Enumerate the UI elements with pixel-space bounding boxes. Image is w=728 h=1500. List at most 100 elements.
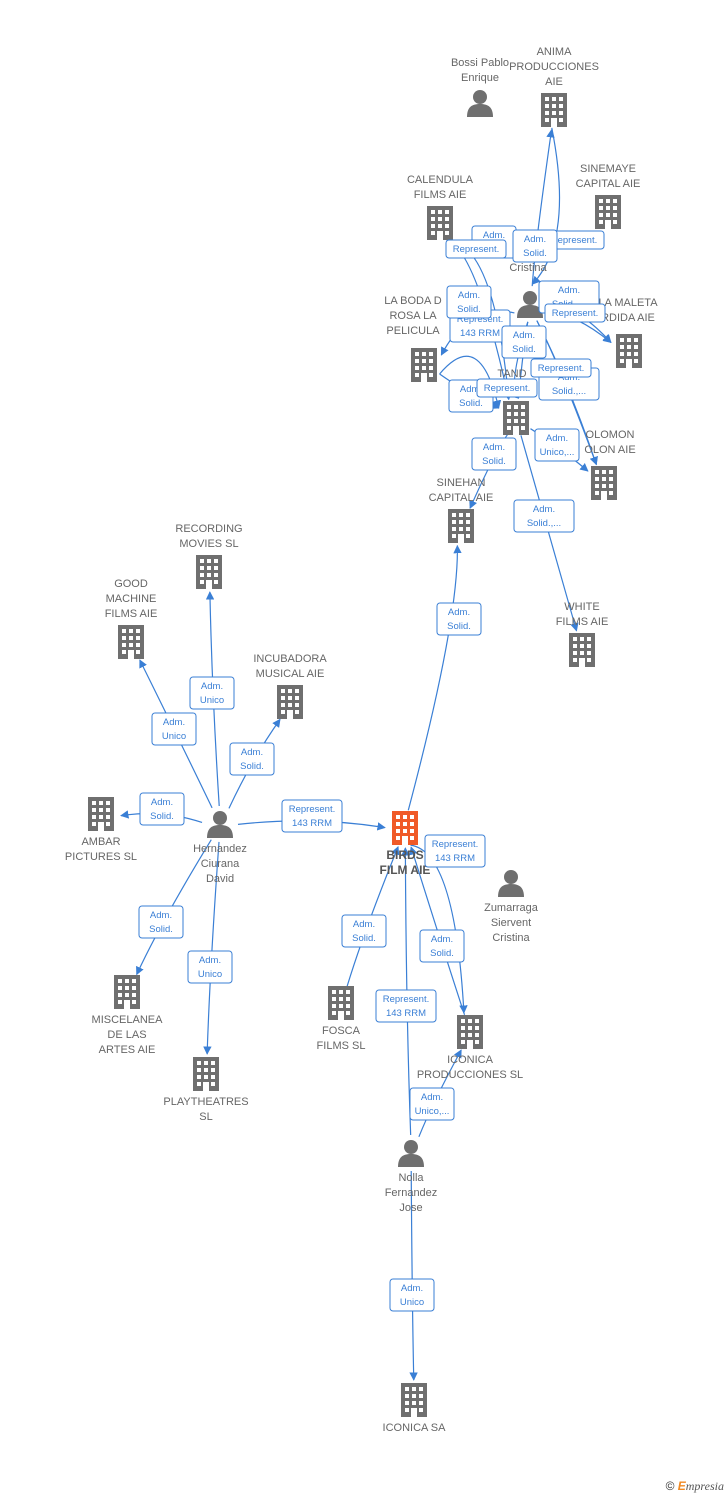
edge-label[interactable]: Adm.Solid. bbox=[471, 437, 517, 471]
edge-label-text: 143 RRM bbox=[460, 328, 500, 339]
edge-label-box bbox=[471, 437, 517, 471]
edge-label[interactable]: Adm. Solid. bbox=[138, 905, 184, 939]
edge-label-box bbox=[445, 239, 507, 259]
edge-label[interactable]: Represent.143 RRM bbox=[281, 799, 343, 833]
edge-label-text: Solid. bbox=[512, 344, 536, 355]
edge-label-text: Represent. bbox=[289, 804, 335, 815]
building-icon bbox=[392, 811, 418, 845]
edge-label-box bbox=[281, 799, 343, 833]
edge-label[interactable]: Adm.Solid.,... bbox=[513, 499, 575, 533]
person-icon bbox=[207, 811, 233, 838]
node-label: TAND bbox=[497, 368, 526, 380]
edge-label[interactable]: Adm.Solid. bbox=[139, 792, 185, 826]
edge-label[interactable]: Adm.Unico,... bbox=[534, 428, 580, 462]
node-label: Cristina bbox=[509, 262, 547, 274]
node-label: FILMS AIE bbox=[414, 189, 467, 201]
building-icon bbox=[457, 1015, 483, 1049]
building-icon bbox=[118, 625, 144, 659]
node-label: INCUBADORA bbox=[253, 653, 327, 665]
edge-label-text: Adm. bbox=[533, 504, 555, 515]
edge-label-text: Unico,... bbox=[415, 1106, 450, 1117]
edge-label-text: Solid. bbox=[457, 304, 481, 315]
node-label: David bbox=[206, 873, 234, 885]
edge-label[interactable]: Adm.Unico bbox=[187, 950, 233, 984]
building-icon bbox=[328, 986, 354, 1020]
edge-label[interactable]: Adm.Solid. bbox=[419, 929, 465, 963]
edge-label[interactable]: Adm. Unico,... bbox=[409, 1087, 455, 1121]
edge-label[interactable]: Represent.143 RRM bbox=[375, 989, 437, 1023]
edge-label-box bbox=[389, 1278, 435, 1312]
node-label: PRODUCCIONES bbox=[509, 61, 599, 73]
building-icon bbox=[88, 797, 114, 831]
node-tandem[interactable]: TAND bbox=[497, 368, 529, 435]
edge-label[interactable]: Represent. bbox=[530, 358, 592, 378]
node-label: PICTURES SL bbox=[65, 851, 137, 863]
edge-label[interactable]: Adm.Unico bbox=[389, 1278, 435, 1312]
node-iconicasa[interactable]: ICONICA SA bbox=[383, 1383, 447, 1434]
edge-label[interactable]: Represent.143 RRM bbox=[424, 834, 486, 868]
building-icon bbox=[616, 334, 642, 368]
edge-label-text: Adm. bbox=[431, 934, 453, 945]
node-label: MACHINE bbox=[106, 593, 157, 605]
edge-label-text: Represent. bbox=[457, 314, 503, 325]
edge-label[interactable]: Adm.Solid. bbox=[341, 914, 387, 948]
edge-label[interactable]: Represent. bbox=[445, 239, 507, 259]
node-label: CAPITAL AIE bbox=[429, 492, 494, 504]
building-icon bbox=[503, 401, 529, 435]
edge-label-text: Represent. bbox=[551, 235, 597, 246]
edge-label-text: Unico bbox=[162, 731, 186, 742]
edge-label[interactable]: Adm.Unico bbox=[189, 676, 235, 710]
edge-label[interactable]: Adm.Solid. bbox=[229, 742, 275, 776]
edge-label-box bbox=[501, 325, 547, 359]
node-cristina[interactable]: Cristina bbox=[509, 262, 548, 318]
edge-label-text: Solid. bbox=[149, 924, 173, 935]
edge-label-text: Adm. bbox=[150, 910, 172, 921]
building-icon bbox=[541, 93, 567, 127]
edge-label-box bbox=[419, 929, 465, 963]
edge-label-box bbox=[409, 1087, 455, 1121]
building-icon bbox=[569, 633, 595, 667]
edge-label[interactable]: Represent. bbox=[476, 378, 538, 398]
edge-label-text: Solid. bbox=[150, 811, 174, 822]
brand-logo-initial: E bbox=[677, 1479, 686, 1493]
edge-label[interactable]: Adm.Solid. bbox=[446, 285, 492, 319]
edge-label[interactable]: Adm.Solid. bbox=[501, 325, 547, 359]
node-label: Enrique bbox=[461, 72, 499, 84]
building-icon bbox=[401, 1383, 427, 1417]
building-icon bbox=[427, 206, 453, 240]
building-icon bbox=[411, 348, 437, 382]
edge-label-text: Adm. bbox=[546, 433, 568, 444]
edge-label[interactable]: Adm.Unico bbox=[151, 712, 197, 746]
edge-label-text: Adm. bbox=[421, 1092, 443, 1103]
edge-label-box bbox=[513, 499, 575, 533]
edge-label[interactable]: Represent. bbox=[544, 303, 606, 323]
edge-cristina-to-anima bbox=[531, 129, 555, 287]
edge-label[interactable]: Adm.Solid. bbox=[512, 229, 558, 263]
node-label: PRODUCCIONES SL bbox=[417, 1069, 523, 1081]
edge-label[interactable]: Adm.Solid. bbox=[436, 602, 482, 636]
edge-label-box bbox=[446, 285, 492, 319]
node-label: OLOMON bbox=[586, 429, 635, 441]
node-label: MOVIES SL bbox=[179, 538, 238, 550]
